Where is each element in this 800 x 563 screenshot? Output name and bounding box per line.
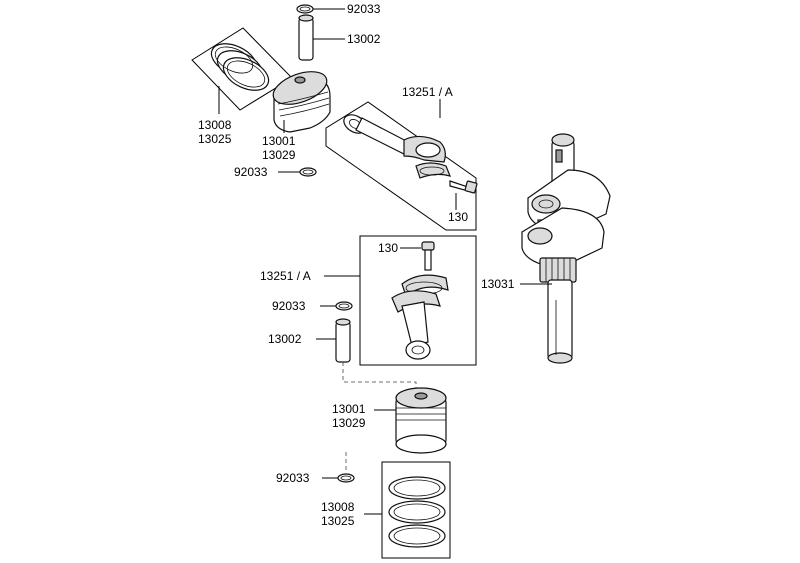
label-crankshaft: 13031 — [481, 277, 515, 291]
label-rings-top-1: 13008 — [198, 118, 232, 132]
label-bolt-top: 130 — [448, 210, 468, 224]
rod-cap-top[interactable] — [415, 162, 452, 179]
label-piston-bottom-1: 13001 — [332, 402, 366, 416]
piston-bottom[interactable] — [395, 387, 447, 454]
label-pin-mid: 13002 — [268, 332, 302, 346]
label-piston-top-1: 13001 — [262, 134, 296, 148]
label-bolt-mid: 130 — [378, 241, 398, 255]
connecting-rod-top[interactable] — [341, 111, 446, 163]
label-rod-mid: 13251 / A — [260, 269, 311, 283]
label-pin-top: 13002 — [347, 32, 381, 46]
pin-clip-top-lower[interactable] — [299, 167, 317, 177]
piston-rings-top[interactable] — [191, 27, 293, 111]
label-clip-top-lower: 92033 — [234, 165, 268, 179]
label-piston-top-2: 13029 — [262, 148, 296, 162]
piston-rings-bottom[interactable] — [388, 476, 446, 548]
piston-pin-top[interactable] — [298, 14, 314, 61]
piston-pin-mid[interactable] — [335, 318, 351, 363]
pin-clip-mid[interactable] — [335, 301, 353, 311]
label-clip-mid: 92033 — [272, 299, 306, 313]
label-rod-top: 13251 / A — [402, 85, 453, 99]
label-rings-bottom-1: 13008 — [321, 500, 355, 514]
label-rings-bottom-2: 13025 — [321, 514, 355, 528]
label-clip-bottom: 92033 — [276, 471, 310, 485]
label-pin-clip-top: 92033 — [347, 2, 381, 16]
rod-bolt-top[interactable] — [449, 180, 478, 194]
label-piston-bottom-2: 13029 — [332, 416, 366, 430]
pin-clip-top[interactable] — [296, 4, 314, 14]
connecting-rod-mid[interactable] — [391, 290, 441, 360]
pin-clip-bottom[interactable] — [337, 473, 355, 483]
label-rings-top-2: 13025 — [198, 132, 232, 146]
rod-bolt-mid[interactable] — [421, 241, 435, 271]
crankshaft[interactable] — [521, 133, 611, 364]
piston-top[interactable] — [269, 65, 331, 133]
